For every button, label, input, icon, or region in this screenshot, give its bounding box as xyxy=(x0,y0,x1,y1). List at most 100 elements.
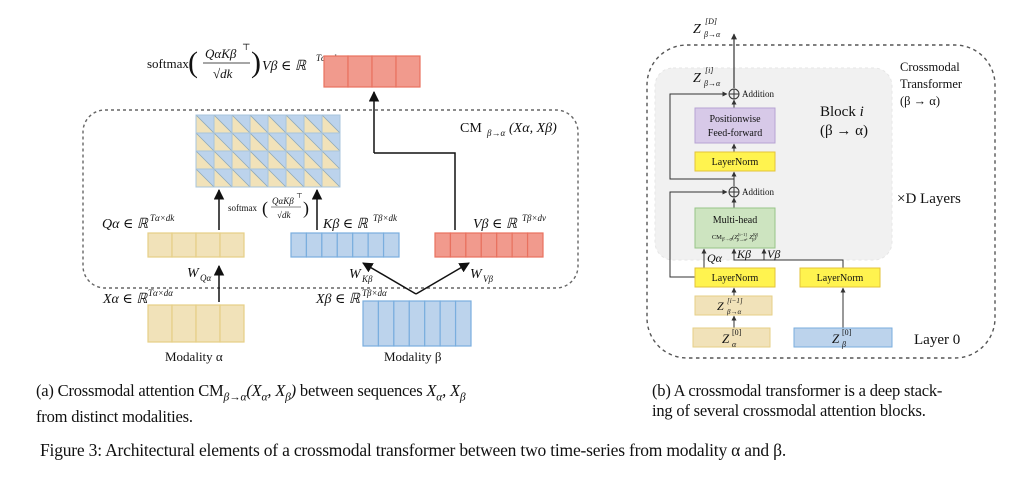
attention-cell-diagonal xyxy=(267,168,287,188)
attention-cell-diagonal xyxy=(213,168,233,188)
attention-cell-diagonal xyxy=(249,168,269,188)
attention-cell-diagonal xyxy=(321,114,341,134)
attention-cell-diagonal xyxy=(267,132,287,152)
multihead-label: Multi-head xyxy=(713,215,757,226)
wv-sub: Vβ xyxy=(483,274,493,284)
z-alpha-sub: α xyxy=(732,340,737,349)
attention-cell-diagonal xyxy=(321,132,341,152)
attention-cell-diagonal xyxy=(285,150,305,170)
attention-cell-diagonal xyxy=(303,168,323,188)
attention-cell-diagonal xyxy=(303,132,323,152)
modality-beta-cell xyxy=(424,300,441,347)
layernorm-box-ffn xyxy=(694,151,776,172)
attention-cell-diagonal xyxy=(231,150,251,170)
crossmodal-attention-box xyxy=(82,109,579,289)
z-prev-sub: β→α xyxy=(726,308,741,316)
query-sequence xyxy=(147,232,245,258)
block-label-line2: (β → α) xyxy=(820,123,868,139)
output-z-label: Z xyxy=(693,22,701,37)
mh-k-label: Kβ xyxy=(736,247,751,261)
xb-label-sup: Tβ×dα xyxy=(362,288,387,298)
attention-cell-diagonal xyxy=(213,132,233,152)
key-sequence xyxy=(290,232,400,258)
crossmodal-transformer-box xyxy=(646,44,996,359)
output-z-sup: [D] xyxy=(705,17,717,26)
block-output-z-sup: [i] xyxy=(705,66,713,75)
attn-denominator: √dk xyxy=(277,210,291,220)
z-prev-label: Z xyxy=(717,299,724,313)
key-cell xyxy=(305,232,323,258)
z-beta-box xyxy=(793,327,893,348)
query-cell xyxy=(195,232,221,258)
attention-cell-diagonal xyxy=(303,150,323,170)
panel-b: Z [D] β→α Z [i] β→α Addition Positionwis… xyxy=(646,17,996,359)
z-prev-sup: [i−1] xyxy=(727,297,743,305)
attention-cell-diagonal xyxy=(285,168,305,188)
z-prev-box xyxy=(694,295,773,316)
wq-label: W xyxy=(187,266,200,281)
multihead-sub-label: CMβ→α(Z[i−1]β→α, Z[0]β) xyxy=(712,232,759,243)
modality-alpha-sequence xyxy=(147,304,245,343)
wk-sub: Kβ xyxy=(361,274,373,284)
key-cell xyxy=(321,232,338,258)
v-label-sup: Tβ×dv xyxy=(522,213,546,223)
modality-alpha-cell xyxy=(219,304,245,343)
output-cell xyxy=(347,55,373,88)
z-beta-label: Z xyxy=(832,331,840,346)
z-alpha-box xyxy=(692,327,771,348)
value-sequence xyxy=(434,232,544,258)
value-cell xyxy=(434,232,452,258)
modality-alpha-cell xyxy=(171,304,197,343)
output-cell xyxy=(371,55,397,88)
block-output-z-label: Z xyxy=(693,71,701,86)
attention-cell-diagonal xyxy=(231,114,251,134)
ffn-label-line1: Positionwise xyxy=(709,114,761,125)
output-formula-numerator: QαKβ xyxy=(205,46,237,61)
caption-b-line2: ing of several crossmodal attention bloc… xyxy=(652,401,926,420)
panel-a: softmax ( QαKβ ⊤ √dk ) Vβ ∈ ℝ Tα×dv CM β… xyxy=(82,42,579,364)
value-cell xyxy=(496,232,513,258)
value-cell xyxy=(480,232,498,258)
attention-cell-diagonal xyxy=(249,150,269,170)
layernorm-label-beta: LayerNorm xyxy=(817,273,864,284)
attention-cell-diagonal xyxy=(195,168,215,188)
modality-beta-cell xyxy=(439,300,457,347)
attention-cell-diagonal xyxy=(267,114,287,134)
attention-cell-diagonal xyxy=(195,114,215,134)
caption-a-rest: between sequences xyxy=(295,381,427,400)
attention-cell-diagonal xyxy=(267,150,287,170)
layernorm-label-ffn: LayerNorm xyxy=(712,157,759,168)
mh-q-label: Qα xyxy=(707,251,723,265)
modality-beta-cell xyxy=(377,300,395,347)
module-label-sub: β→α xyxy=(486,128,505,138)
value-cell xyxy=(449,232,467,258)
output-cell xyxy=(395,55,421,88)
output-formula-tail: Vβ ∈ ℝ xyxy=(262,59,307,74)
attn-numerator: QαKβ xyxy=(272,196,294,206)
xa-label-sup: Tα×dα xyxy=(148,288,173,298)
v-to-output-connector xyxy=(374,152,456,230)
addition-label-top: Addition xyxy=(742,89,775,99)
query-cell xyxy=(147,232,173,258)
xa-label: Xα ∈ ℝ xyxy=(102,292,148,307)
v-label: Vβ ∈ ℝ xyxy=(473,217,518,232)
attn-softmax-label: softmax xyxy=(228,203,257,213)
key-cell xyxy=(336,232,354,258)
residual-connection-attn xyxy=(669,189,728,278)
addition-label-bottom: Addition xyxy=(742,187,775,197)
attention-cell-diagonal xyxy=(321,168,341,188)
wk-label: W xyxy=(349,267,362,282)
key-cell xyxy=(367,232,385,258)
q-label-sup: Tα×dk xyxy=(150,213,175,223)
modality-alpha-cell xyxy=(147,304,173,343)
value-cell xyxy=(465,232,482,258)
z-beta-sub: β xyxy=(841,340,846,349)
attention-cell-diagonal xyxy=(285,132,305,152)
wk-arrow xyxy=(362,262,417,295)
output-formula-rparen: ) xyxy=(251,46,261,79)
caption-a-prefix: (a) Crossmodal attention CM xyxy=(36,381,224,400)
figure-caption-text: Figure 3: Architectural elements of a cr… xyxy=(40,440,787,460)
caption-a-line2: from distinct modalities. xyxy=(36,407,193,427)
transformer-label-line1: Crossmodal xyxy=(900,60,960,74)
